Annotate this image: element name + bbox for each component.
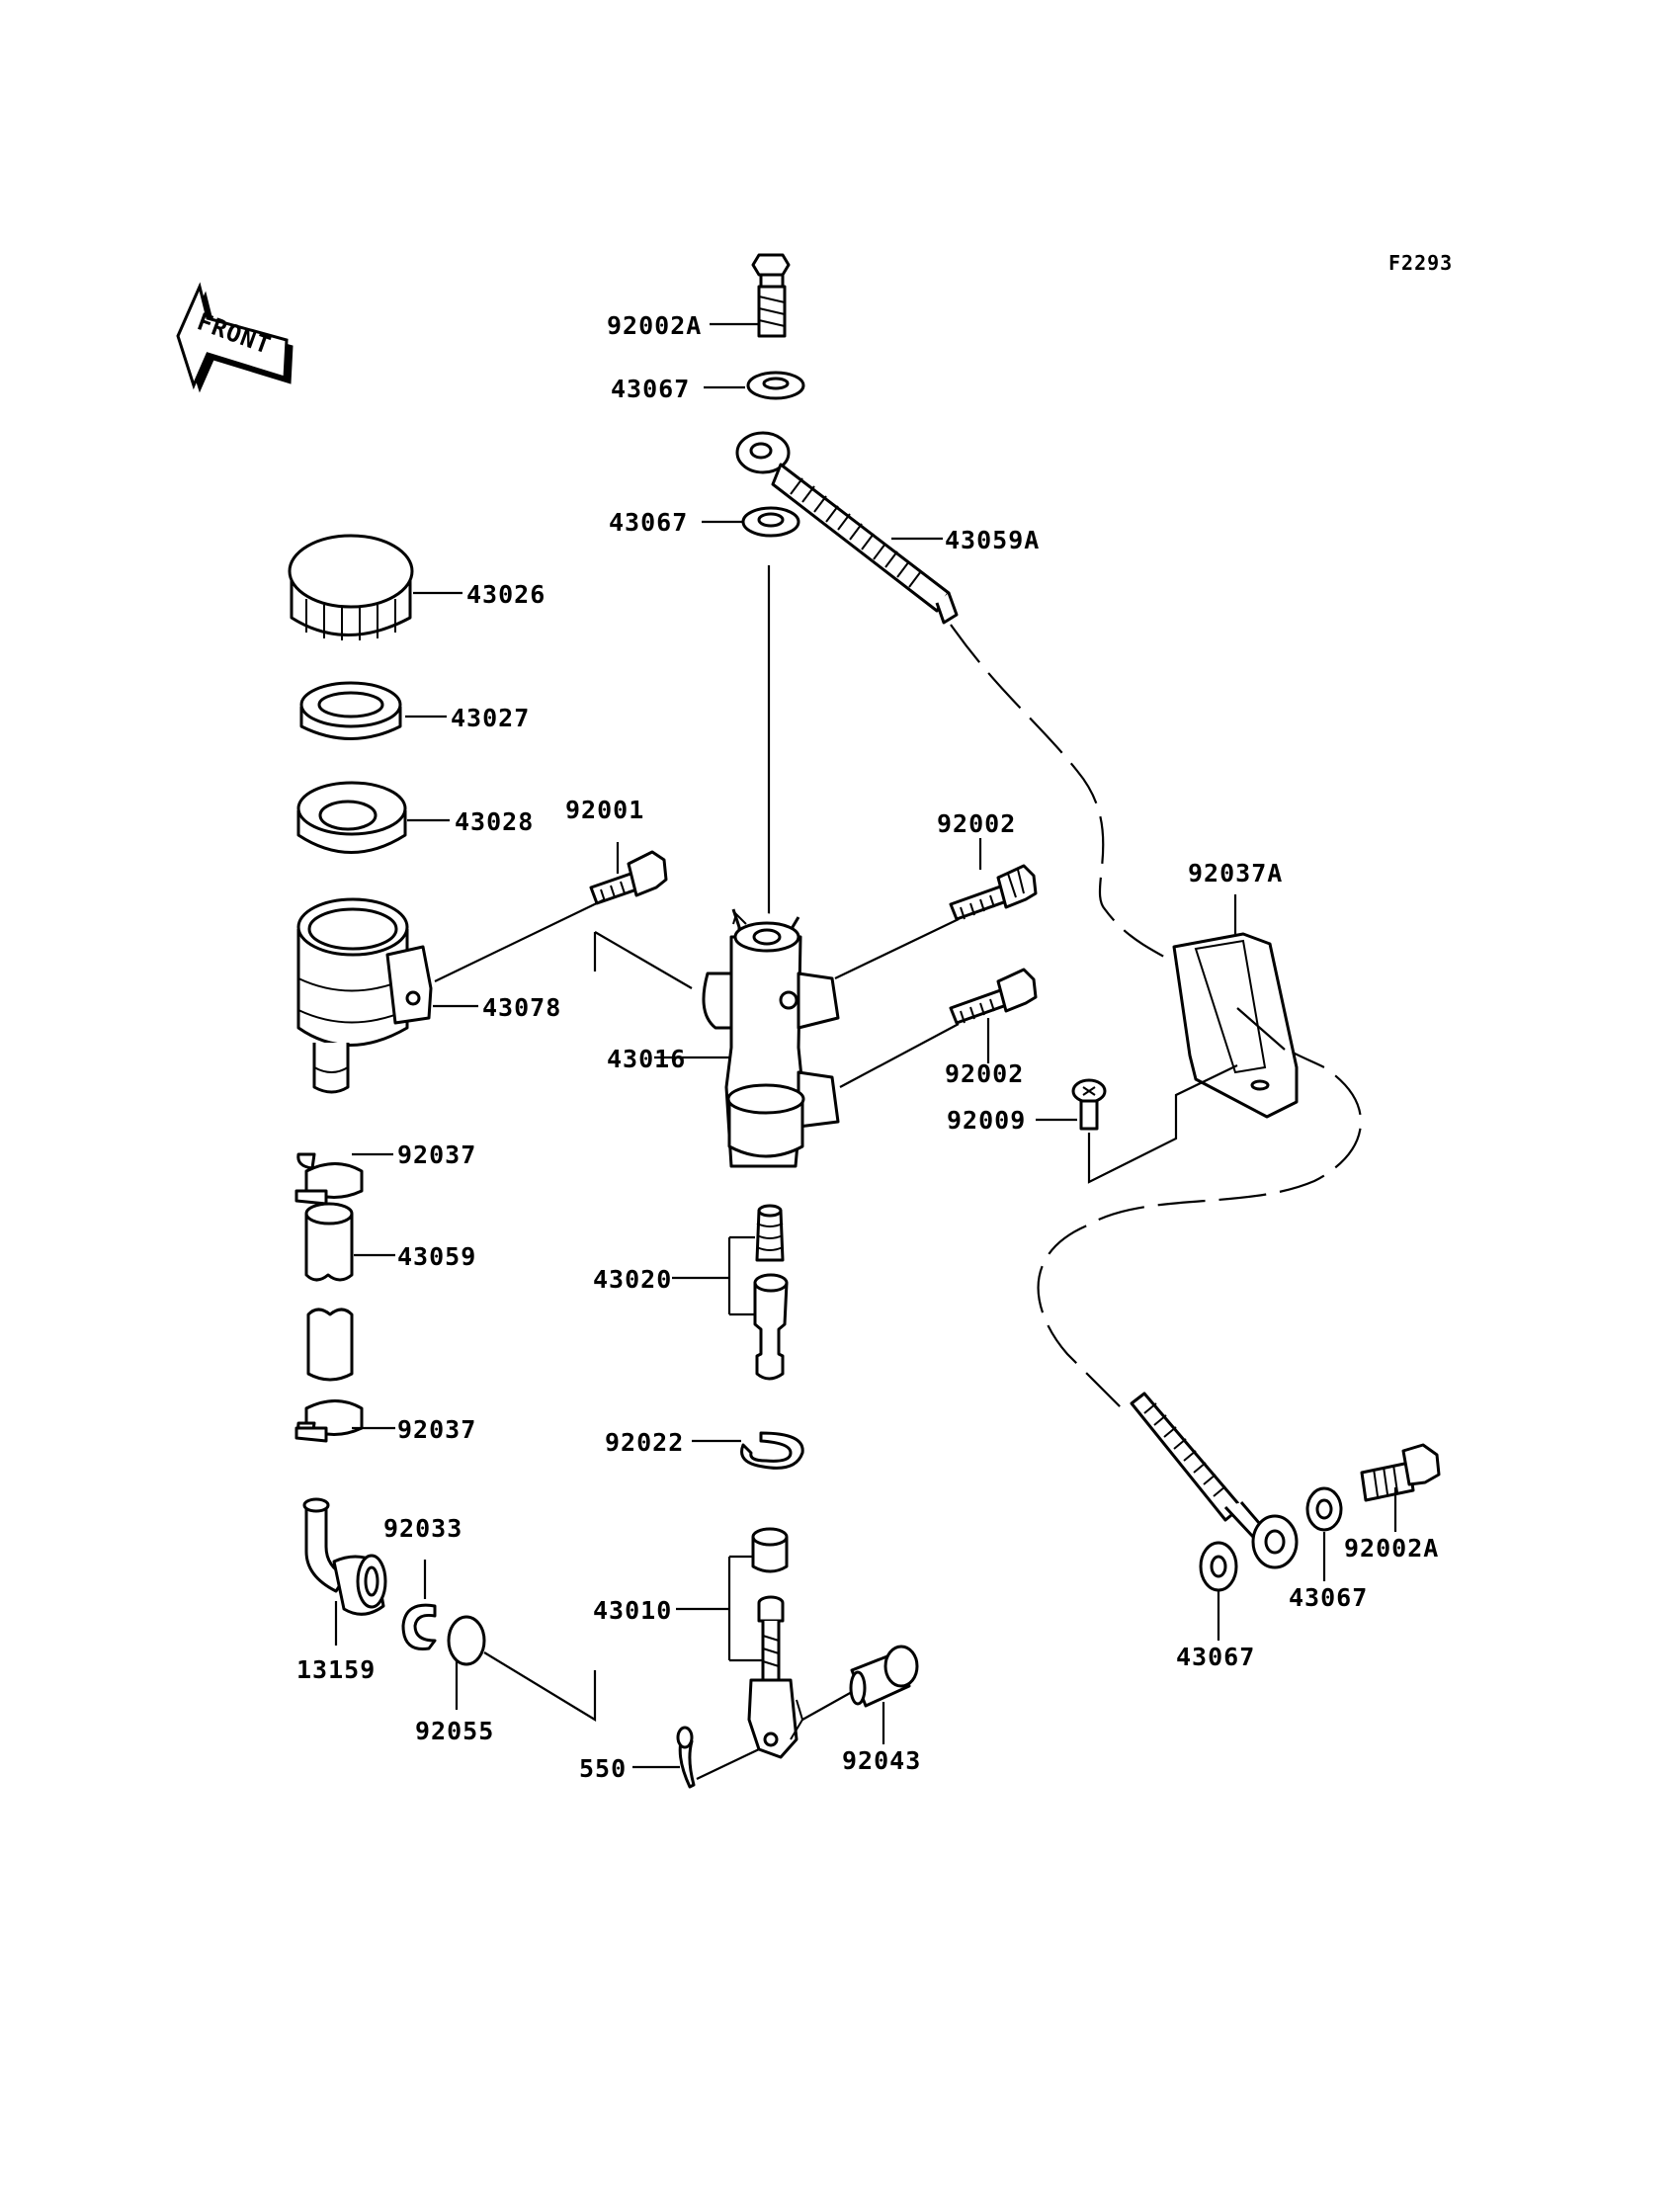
label-92037A: 92037A: [1188, 859, 1283, 887]
elbow-fitting: [302, 1497, 387, 1616]
label-43016: 43016: [607, 1045, 686, 1073]
label-43028: 43028: [455, 807, 534, 836]
label-43067-b: 43067: [609, 508, 688, 537]
spring-43020: [755, 1204, 785, 1262]
snap-ring-92033: [401, 1603, 437, 1651]
hose-lower-segment: [306, 1308, 354, 1382]
push-rod: [747, 1595, 804, 1759]
front-arrow-icon: FRONT: [176, 282, 294, 393]
brake-hose-lower: [1130, 1392, 1299, 1569]
snap-ring-92022: [740, 1431, 804, 1470]
label-92033: 92033: [383, 1514, 462, 1543]
label-43067-d: 43067: [1176, 1643, 1255, 1671]
cotter-pin: [676, 1726, 696, 1789]
label-550: 550: [579, 1754, 627, 1783]
label-92002A-right: 92002A: [1344, 1534, 1439, 1563]
label-92002A-top: 92002A: [607, 311, 702, 340]
push-rod-boot: [751, 1527, 789, 1573]
label-92055: 92055: [415, 1717, 494, 1745]
label-92043: 92043: [842, 1746, 921, 1775]
label-43027: 43027: [451, 704, 530, 732]
label-43010: 43010: [593, 1596, 672, 1625]
label-92037-upper: 92037: [397, 1141, 476, 1169]
banjo-bolt-right: [1360, 1443, 1441, 1502]
label-92037-lower: 92037: [397, 1415, 476, 1444]
label-13159: 13159: [296, 1655, 376, 1684]
label-43078: 43078: [482, 993, 561, 1022]
label-43059: 43059: [397, 1242, 476, 1271]
washer-lower-1: [1305, 1486, 1343, 1532]
label-92009: 92009: [947, 1106, 1026, 1135]
o-ring-92055: [447, 1615, 486, 1666]
label-43067-c: 43067: [1289, 1583, 1368, 1612]
label-92002-upper: 92002: [937, 809, 1016, 838]
reservoir-diaphragm: [296, 781, 407, 854]
hose-upper-segment: [304, 1202, 354, 1282]
washer-top-1: [746, 371, 805, 400]
label-43067-a: 43067: [611, 375, 690, 403]
washer-top-2: [741, 506, 800, 538]
label-43020: 43020: [593, 1265, 672, 1294]
washer-lower-2: [1199, 1541, 1238, 1592]
label-43026: 43026: [466, 580, 546, 609]
reservoir-cap: [288, 534, 414, 640]
reservoir-diaphragm-plate: [299, 681, 402, 740]
clevis-pin: [849, 1645, 919, 1708]
reservoir-mount-bolt: [589, 850, 668, 905]
reference-code: F2293: [1388, 251, 1453, 275]
label-92001: 92001: [565, 796, 644, 824]
banjo-bolt-top: [751, 253, 791, 338]
bracket-screw: [1071, 1078, 1107, 1131]
label-92002-lower: 92002: [945, 1059, 1024, 1088]
hose-clamp-lower: [294, 1399, 364, 1443]
reservoir-tank: [296, 897, 433, 1094]
cylinder-bolt-lower: [949, 968, 1038, 1025]
hose-clamp-upper: [294, 1152, 364, 1206]
piston-43020: [753, 1273, 789, 1381]
cylinder-bolt-upper: [949, 864, 1038, 921]
label-43059A: 43059A: [945, 526, 1040, 554]
brake-hose-upper: [735, 431, 959, 625]
master-cylinder-body: [702, 908, 840, 1168]
hose-guide-bracket: [1172, 932, 1299, 1119]
label-92022: 92022: [605, 1428, 684, 1457]
